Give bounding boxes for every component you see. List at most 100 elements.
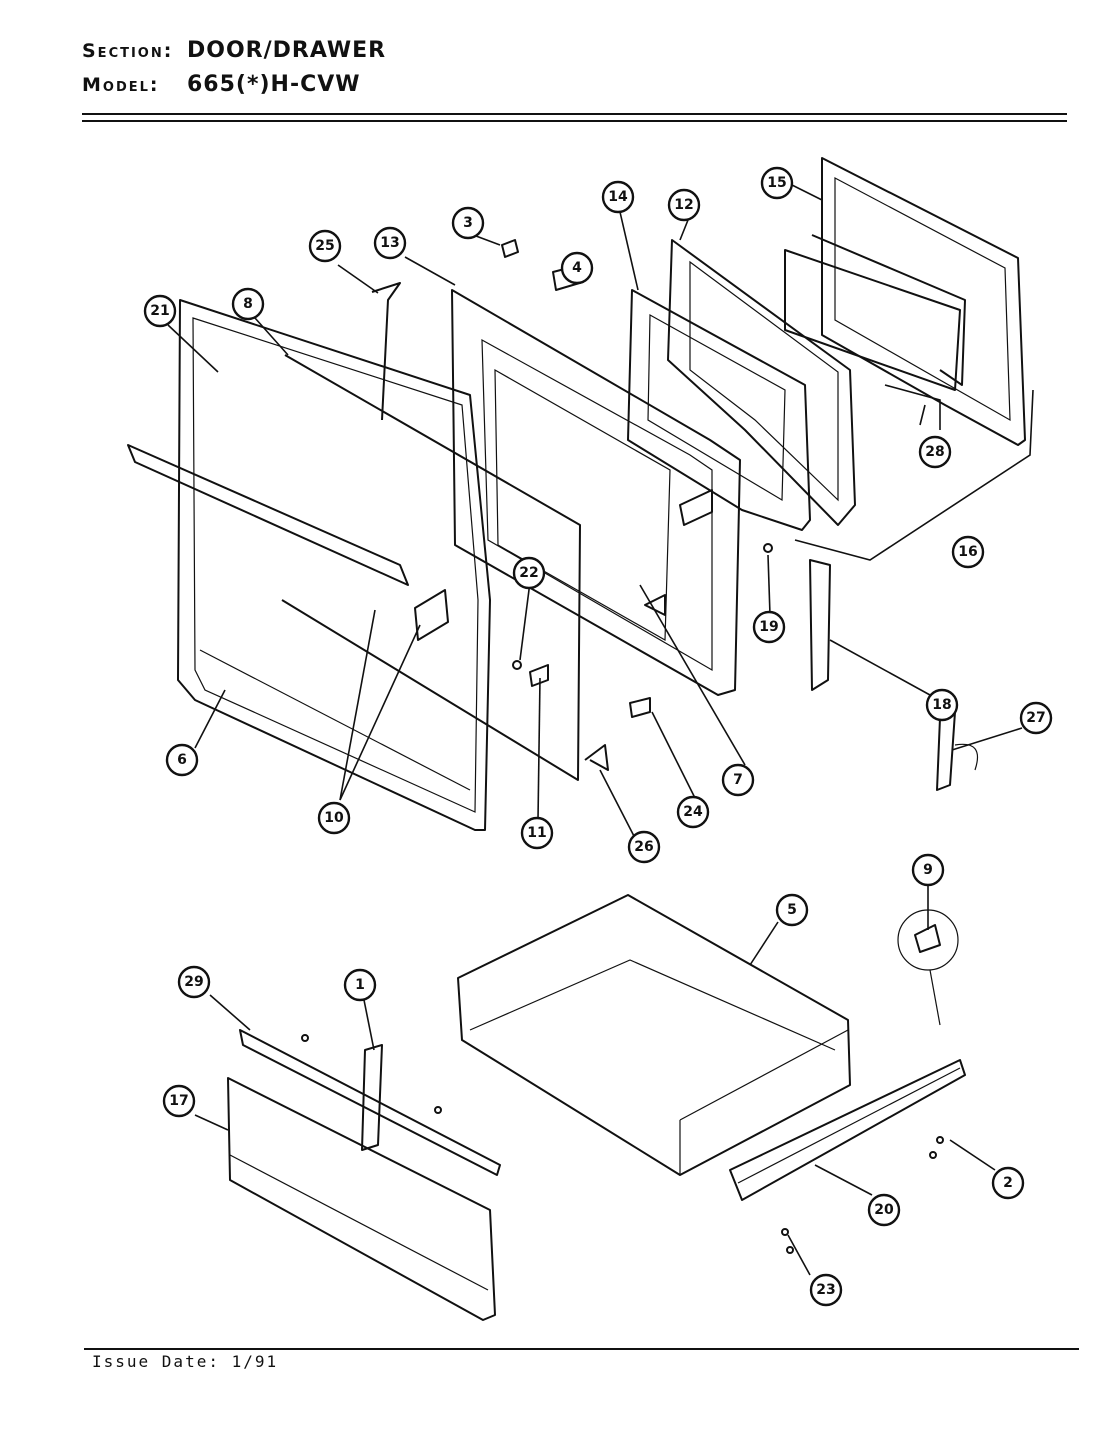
callout-18: 18 xyxy=(925,688,959,722)
callout-number: 21 xyxy=(150,303,169,319)
callout-number: 4 xyxy=(572,260,582,276)
callout-circle xyxy=(809,1273,843,1307)
part-drawer-body xyxy=(457,894,851,1176)
callout-number: 5 xyxy=(787,902,797,918)
callout-circle xyxy=(775,893,809,927)
part-screw xyxy=(936,1136,944,1144)
part-trim-strip xyxy=(371,282,401,421)
callout-circle xyxy=(451,206,485,240)
callout-number: 11 xyxy=(527,825,546,841)
callout-13: 13 xyxy=(373,226,407,260)
callout-number: 12 xyxy=(674,197,693,213)
callout-17: 17 xyxy=(162,1084,196,1118)
callout-circle xyxy=(911,853,945,887)
part-latch-plate xyxy=(529,664,549,687)
part-stop-block xyxy=(629,697,651,718)
callout-number: 9 xyxy=(923,862,933,878)
callout-29: 29 xyxy=(177,965,211,999)
part-drawer-slide xyxy=(729,1059,966,1201)
callout-number: 17 xyxy=(169,1093,188,1109)
model-row: Model: 665(*)H-CVW xyxy=(82,72,386,106)
callout-circle xyxy=(231,287,265,321)
callout-circle xyxy=(343,968,377,1002)
callout-9: 9 xyxy=(911,853,945,887)
callout-number: 23 xyxy=(816,1282,835,1298)
section-label: Section: xyxy=(82,40,174,62)
callout-number: 13 xyxy=(380,235,399,251)
callout-circle xyxy=(1019,701,1053,735)
header-rule-bottom xyxy=(82,120,1067,122)
callout-number: 7 xyxy=(733,772,743,788)
callout-layer: 1234567891011121314151617181920212223242… xyxy=(143,166,1053,1307)
callout-number: 25 xyxy=(315,238,334,254)
callout-2: 2 xyxy=(991,1166,1025,1200)
callout-circle xyxy=(991,1166,1025,1200)
section-value: DOOR/DRAWER xyxy=(187,38,387,63)
callout-number: 6 xyxy=(177,752,187,768)
callout-5: 5 xyxy=(775,893,809,927)
callout-10: 10 xyxy=(317,801,351,835)
model-label: Model: xyxy=(82,74,160,96)
part-door-hinge xyxy=(936,711,956,791)
callout-circle xyxy=(520,816,554,850)
callout-number: 16 xyxy=(958,544,977,560)
part-screw-19 xyxy=(763,543,773,553)
part-insulation-bracket xyxy=(884,384,941,430)
callout-20: 20 xyxy=(867,1193,901,1227)
part-door-back-panel xyxy=(667,239,856,526)
callout-19: 19 xyxy=(752,610,786,644)
part-screw xyxy=(434,1106,442,1114)
leader-lines xyxy=(167,184,1023,1276)
section-row: Section: DOOR/DRAWER xyxy=(82,38,386,72)
callout-number: 27 xyxy=(1026,710,1045,726)
callout-circle xyxy=(627,830,661,864)
callout-22: 22 xyxy=(512,556,546,590)
part-door-liner xyxy=(784,157,1034,561)
callout-number: 1 xyxy=(355,977,365,993)
callout-circle xyxy=(601,180,635,214)
callout-15: 15 xyxy=(760,166,794,200)
callout-number: 26 xyxy=(634,839,653,855)
callout-21: 21 xyxy=(143,294,177,328)
issue-date: Issue Date: 1/91 xyxy=(92,1352,279,1371)
callout-circle xyxy=(177,965,211,999)
footer-rule xyxy=(84,1348,1079,1350)
callout-11: 11 xyxy=(520,816,554,850)
part-detail-leader xyxy=(929,969,941,1026)
callout-6: 6 xyxy=(165,743,199,777)
callout-number: 22 xyxy=(519,565,538,581)
callout-3: 3 xyxy=(451,206,485,240)
callout-number: 3 xyxy=(463,215,473,231)
part-drawer-front-assembly xyxy=(227,1029,501,1321)
part-screw-22 xyxy=(512,660,522,670)
part-liner-frame xyxy=(627,289,811,531)
callout-circle xyxy=(162,1084,196,1118)
callout-circle xyxy=(667,188,701,222)
callout-number: 24 xyxy=(683,804,703,820)
callout-circle xyxy=(721,763,755,797)
callout-27: 27 xyxy=(1019,701,1053,735)
callout-number: 8 xyxy=(243,296,253,312)
part-screw xyxy=(786,1246,794,1254)
callout-circle xyxy=(560,251,594,285)
callout-number: 2 xyxy=(1003,1175,1013,1191)
part-glass-panel xyxy=(281,354,581,781)
callout-number: 29 xyxy=(184,974,203,990)
part-bracket-26 xyxy=(584,744,609,771)
callout-23: 23 xyxy=(809,1273,843,1307)
callout-number: 18 xyxy=(932,697,951,713)
callout-circle xyxy=(512,556,546,590)
callout-circle xyxy=(676,795,710,829)
part-door-frame xyxy=(127,299,491,831)
callout-circle xyxy=(143,294,177,328)
callout-1: 1 xyxy=(343,968,377,1002)
callout-number: 19 xyxy=(759,619,778,635)
callout-circle xyxy=(165,743,199,777)
callout-number: 28 xyxy=(925,444,944,460)
callout-circle xyxy=(951,535,985,569)
callout-25: 25 xyxy=(308,229,342,263)
part-hinge-spring xyxy=(954,743,979,771)
callout-circle xyxy=(373,226,407,260)
callout-circle xyxy=(308,229,342,263)
